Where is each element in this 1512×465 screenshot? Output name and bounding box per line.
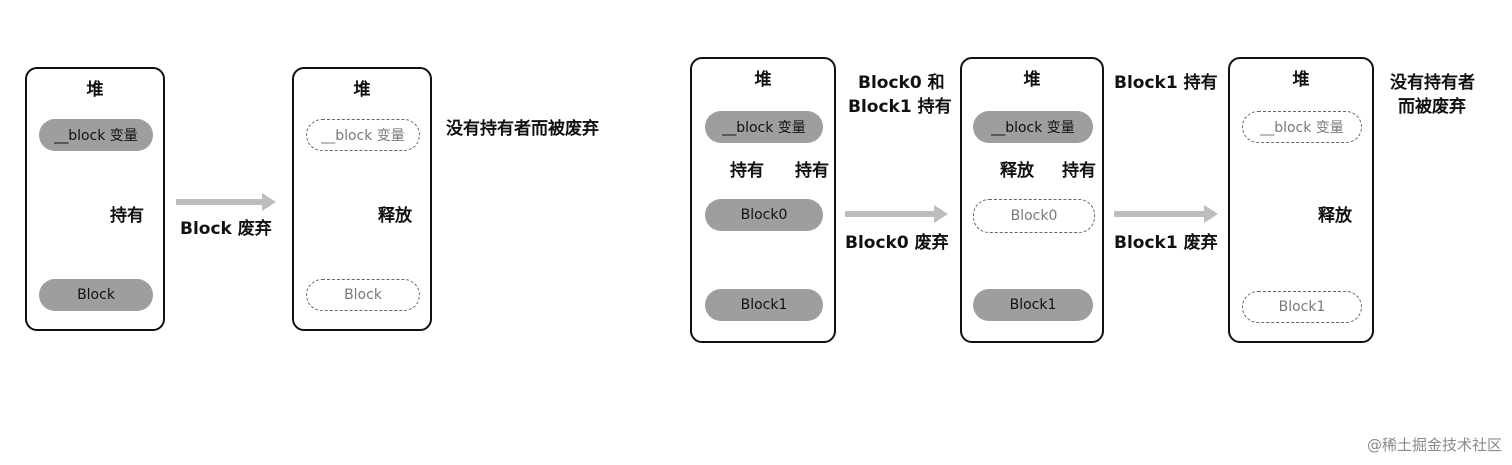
- block-discard-label: Block 废弃: [180, 219, 272, 239]
- heap-panel-4: 堆 __block 变量 Block0 Block1: [960, 57, 1104, 343]
- block0-pill-released: Block0: [973, 199, 1095, 233]
- block1-discard-label: Block1 废弃: [1114, 233, 1218, 253]
- block-var-pill: __block 变量: [705, 111, 823, 143]
- block1-pill-released: Block1: [1242, 291, 1362, 323]
- panel3-block1-hold-label: 持有: [795, 161, 829, 181]
- block-var-pill-released: __block 变量: [1242, 111, 1362, 143]
- block0-discard-label: Block0 废弃: [845, 233, 949, 253]
- discarded-label-line1: 没有持有者: [1390, 73, 1475, 93]
- heap-panel-2: 堆 __block 变量 Block: [292, 67, 432, 331]
- block-var-pill: __block 变量: [39, 119, 153, 151]
- block0-and-block1-hold-label-line2: Block1 持有: [848, 97, 952, 117]
- transition-arrow-1: [176, 193, 276, 211]
- block-var-pill: __block 变量: [973, 111, 1093, 143]
- watermark: @稀土掘金技术社区: [1366, 436, 1502, 454]
- discarded-label-line2: 而被废弃: [1398, 97, 1466, 117]
- transition-arrow-3: [1114, 205, 1218, 223]
- heap-panel-3: 堆 __block 变量 Block0 Block1: [690, 57, 836, 343]
- panel1-hold-label: 持有: [110, 206, 144, 226]
- panel4-block1-hold-label: 持有: [1062, 161, 1096, 181]
- block-pill: Block: [39, 279, 153, 311]
- panel5-release-label: 释放: [1318, 206, 1352, 226]
- heap-panel-5: 堆 __block 变量 Block1: [1228, 57, 1374, 343]
- block1-pill: Block1: [705, 289, 823, 321]
- block0-and-block1-hold-label-line1: Block0 和: [858, 73, 945, 93]
- panel3-block0-hold-label: 持有: [730, 161, 764, 181]
- transition-arrow-2: [845, 205, 948, 223]
- block-pill-released: Block: [306, 279, 420, 311]
- block-var-pill-released: __block 变量: [306, 119, 420, 151]
- heap-title: 堆: [353, 80, 371, 100]
- heap-panel-1: 堆 __block 变量 Block: [25, 67, 165, 331]
- heap-title: 堆: [1023, 70, 1041, 90]
- panel4-release-label: 释放: [1000, 161, 1034, 181]
- panel2-release-label: 释放: [378, 206, 412, 226]
- no-owner-discarded-label: 没有持有者而被废弃: [446, 119, 599, 139]
- block0-pill: Block0: [705, 199, 823, 231]
- heap-title: 堆: [86, 80, 104, 100]
- heap-title: 堆: [754, 70, 772, 90]
- block1-holds-label: Block1 持有: [1114, 73, 1218, 93]
- block1-pill: Block1: [973, 289, 1093, 321]
- heap-title: 堆: [1292, 70, 1310, 90]
